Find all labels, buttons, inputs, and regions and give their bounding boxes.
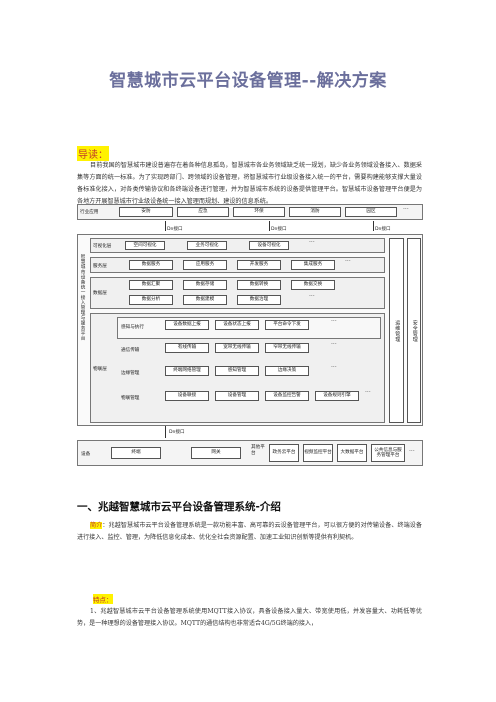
more-indicator: ··· <box>365 389 371 396</box>
iot-item: 设备管理 <box>215 391 259 401</box>
data-item: 数据治理 <box>237 295 281 305</box>
data-label: 数据层 <box>93 291 107 296</box>
api-tag: Dn接口 <box>271 227 287 232</box>
iot-label: 物联层 <box>93 367 107 372</box>
iot-row-label: 物联管理 <box>121 396 140 401</box>
device-item: 网关 <box>191 447 241 459</box>
iot-item: 设备规则引擎 <box>315 391 359 401</box>
industry-item: 安防 <box>119 207 173 217</box>
iot-item: 终端网络管理 <box>165 366 209 376</box>
api-tag: Dn接口 <box>167 227 183 232</box>
more-indicator: ··· <box>403 206 409 213</box>
section-heading: 一、兆越智慧城市云平台设备管理系统-介绍 <box>77 501 281 513</box>
more-indicator: ··· <box>309 293 315 300</box>
service-item: 数据服务 <box>129 260 173 270</box>
api-tag: Dn接口 <box>169 430 185 435</box>
device-label: 设备 <box>81 452 91 457</box>
more-indicator: ··· <box>409 448 415 455</box>
industry-item: 消防 <box>289 207 341 217</box>
visual-item: 空间可视化 <box>125 241 165 250</box>
more-indicator: ··· <box>331 364 337 371</box>
visual-label: 可视化层 <box>93 244 112 249</box>
iot-item: 有线传输 <box>165 343 209 353</box>
more-indicator: ··· <box>331 318 337 325</box>
data-item: 数据交换 <box>291 280 335 290</box>
feature-label: 特点： <box>93 594 113 604</box>
data-item: 数据汇聚 <box>129 280 173 290</box>
iot-item: 设备监控告警 <box>265 391 309 401</box>
data-item: 数据分析 <box>129 295 173 305</box>
guide-label: 导读： <box>77 146 109 161</box>
iot-row-label: 通信传输 <box>121 348 140 353</box>
intro-text: 目前我国的智慧城市建设普遍存在着各种信息孤岛，智慧城市各业务领域缺乏统一规划，缺… <box>77 162 422 205</box>
iot-item: 宽带无线传输 <box>215 343 259 353</box>
industry-item: 应急 <box>177 207 229 217</box>
platform-item: 大数据平台 <box>337 444 367 462</box>
arrow-line <box>165 221 166 231</box>
data-item: 数据建模 <box>183 295 227 305</box>
platform-item: 政务云平台 <box>269 444 299 462</box>
more-indicator: ··· <box>345 258 351 265</box>
data-item: 数据存储 <box>183 280 227 290</box>
feature-paragraph: 1、兆越智慧城市云平台设备管理系统使用MQTT接入协议，具备设备接入量大、带宽使… <box>77 606 422 630</box>
intro-paragraph: 目前我国的智慧城市建设普遍存在着各种信息孤岛，智慧城市各业务领域缺乏统一规划，缺… <box>77 160 422 208</box>
intro-keyword: 简介 <box>90 522 103 529</box>
api-tag: Dn接口 <box>375 227 391 232</box>
more-indicator: ··· <box>331 341 337 348</box>
service-item: 开发服务 <box>237 260 281 270</box>
platform-item: 公共信息与服务管理平台 <box>371 444 405 462</box>
iot-row-label: 边缘管理 <box>121 371 140 376</box>
visual-item: 设备可视化 <box>249 241 289 250</box>
iot-item: 平台命令下发 <box>265 320 309 330</box>
intro2-text: ：兆越智慧城市云平台设备管理系统是一款功能丰富、高可靠的云设备管理平台，可以很方… <box>77 522 423 541</box>
industry-label: 行业应用 <box>80 210 99 215</box>
arrow-line <box>165 426 166 438</box>
arrow-line <box>373 221 374 231</box>
iot-item: 设备状态上报 <box>215 320 259 330</box>
more-indicator: ··· <box>309 239 315 246</box>
iot-item: 边缘决策 <box>265 366 309 376</box>
device-item: 终端 <box>111 447 161 459</box>
industry-item: 园区 <box>345 207 397 217</box>
iot-item: 感知管理 <box>215 366 259 376</box>
feature-text: 1、兆越智慧城市云平台设备管理系统使用MQTT接入协议，具备设备接入量大、带宽使… <box>77 608 422 627</box>
service-item: 应用服务 <box>183 260 227 270</box>
data-item: 数据转换 <box>237 280 281 290</box>
platform-label: 智慧城市设备统一接入管理与服务平台 <box>80 254 85 341</box>
iot-item: 设备数据上报 <box>165 320 209 330</box>
arrow-line <box>269 221 270 231</box>
platform-item: 视频监控平台 <box>303 444 333 462</box>
service-label: 服务层 <box>93 264 107 269</box>
intro2-paragraph: 简介：兆越智慧城市云平台设备管理系统是一款功能丰富、高可靠的云设备管理平台，可以… <box>77 520 422 544</box>
architecture-diagram: 行业应用 安防 应急 环保 消防 园区 ··· Dn接口 Dn接口 Dn接口 智… <box>77 204 423 480</box>
ops-management: 运维管理 <box>389 238 404 423</box>
other-platform-label: 其他平台 <box>251 445 265 456</box>
security-management: 安全管理 <box>407 238 421 423</box>
iot-row-label: 感知与执行 <box>121 325 144 330</box>
page-title: 智慧城市云平台设备管理--解决方案 <box>109 71 387 91</box>
industry-item: 环保 <box>233 207 285 217</box>
service-item: 集成服务 <box>291 260 335 270</box>
iot-item: 窄带无线传输 <box>265 343 309 353</box>
iot-item: 设备联接 <box>165 391 209 401</box>
visual-item: 业务可视化 <box>187 241 227 250</box>
